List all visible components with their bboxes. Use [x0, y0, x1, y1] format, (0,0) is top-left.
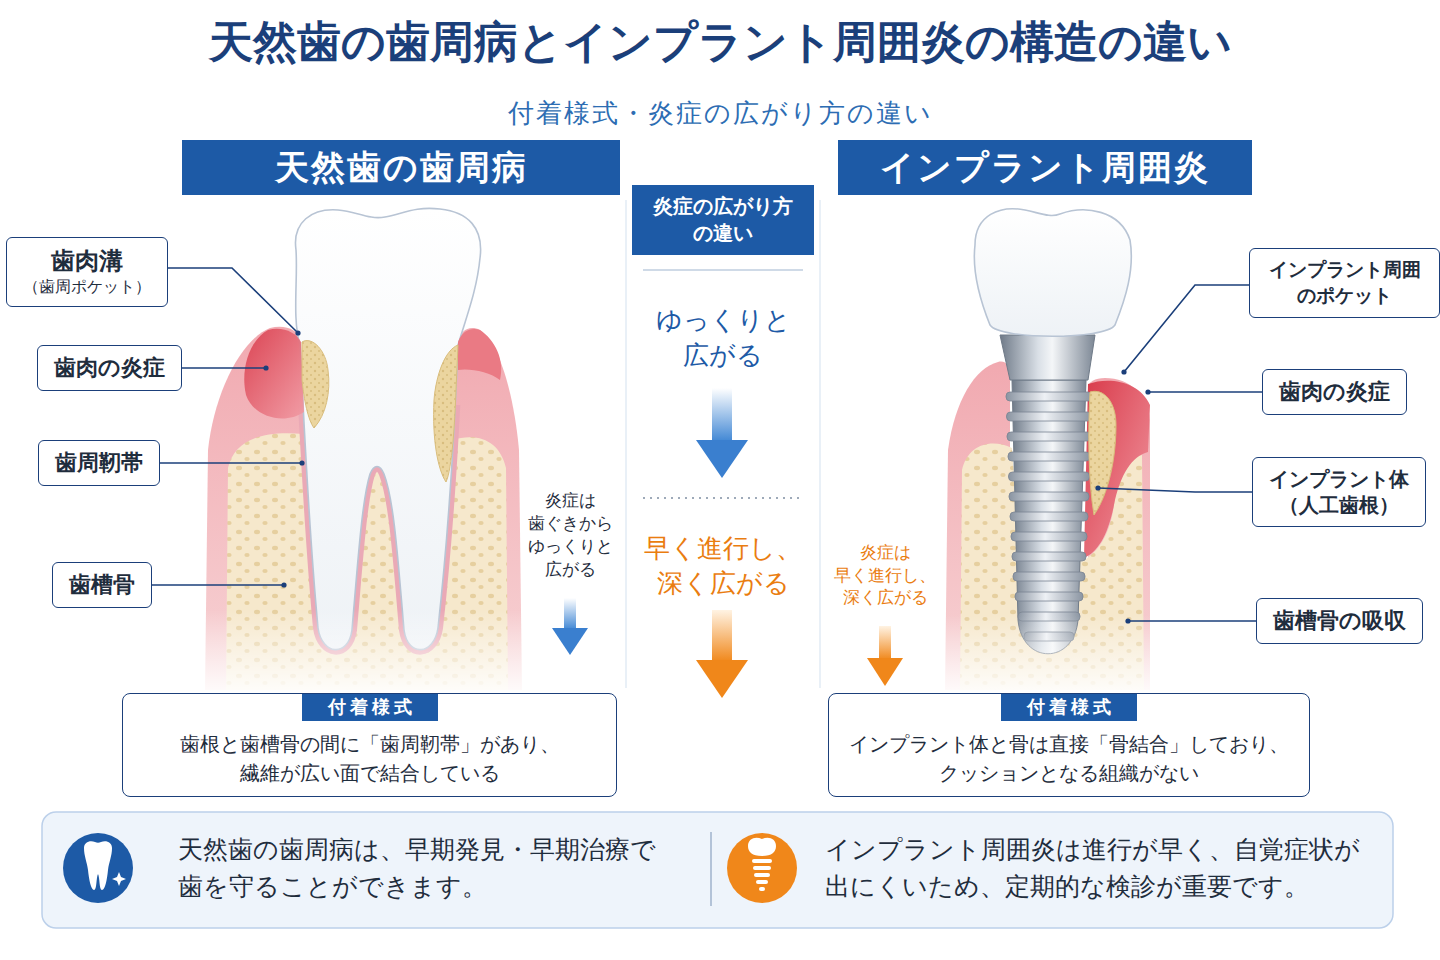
- box-body: 歯根と歯槽骨の間に「歯周靭帯」があり、 繊維が広い面で結合している: [150, 730, 590, 788]
- label-wrap: ゆっくりと 広がる: [648, 303, 798, 373]
- callout-box: 歯周靭帯: [38, 440, 160, 487]
- section-header: インプラント周囲炎: [838, 140, 1252, 195]
- callout-box: 歯槽骨: [52, 562, 152, 609]
- title-wrap: 天然歯の歯周病とインプラント周囲炎の構造の違い: [0, 16, 1440, 69]
- callout-box: インプラント体（人工歯根）: [1252, 457, 1426, 527]
- side-note: 炎症は 歯ぐきから ゆっくりと 広がる: [524, 489, 616, 581]
- summary-message: 天然歯の歯周病は、早期発見・早期治療で 歯を守ることができます。: [178, 831, 683, 906]
- section-header: 天然歯の歯周病: [182, 140, 620, 195]
- callout-box: 歯槽骨の吸収: [1256, 598, 1423, 645]
- side-note: 炎症は 早く進行し、 深く広がる: [831, 541, 939, 610]
- header-text: インプラント周囲炎: [880, 145, 1210, 191]
- flow-note: ゆっくりと 広がる: [648, 303, 798, 373]
- part-name: 歯周靭帯: [55, 449, 143, 478]
- label-wrap: 炎症は 早く進行し、 深く広がる: [831, 541, 939, 610]
- callout-box: 歯肉溝（歯周ポケット）: [6, 237, 168, 307]
- header-text: 炎症の広がり方 の違い: [643, 193, 803, 247]
- part-name: 歯槽骨の吸収: [1273, 607, 1406, 636]
- info-box: 付着様式歯根と歯槽骨の間に「歯周靭帯」があり、 繊維が広い面で結合している: [122, 693, 617, 797]
- part-note: （歯周ポケット）: [23, 277, 151, 298]
- box-body: インプラント体と骨は直接「骨結合」しており、 クッションとなる組織がない: [839, 730, 1299, 788]
- part-name: 歯肉溝: [23, 246, 151, 277]
- part-name: 歯肉の炎症: [1279, 378, 1390, 407]
- message-text: 天然歯の歯周病は、早期発見・早期治療で 歯を守ることができます。: [178, 831, 683, 906]
- box-tab: 付着様式: [302, 694, 438, 721]
- message-text: インプラント周囲炎は進行が早く、自覚症状が 出にくいため、定期的な検診が重要です…: [825, 831, 1375, 906]
- callout-box: インプラント周囲 のポケット: [1249, 248, 1440, 317]
- part-name: インプラント体: [1269, 466, 1409, 492]
- info-box: 付着様式インプラント体と骨は直接「骨結合」しており、 クッションとなる組織がない: [828, 693, 1310, 797]
- callout-box: 歯肉の炎症: [37, 345, 182, 392]
- callout-box: 歯肉の炎症: [1262, 369, 1407, 416]
- part-name: 歯槽骨: [69, 571, 135, 600]
- part-note: （人工歯根）: [1269, 492, 1409, 518]
- box-tab: 付着様式: [1001, 694, 1137, 721]
- part-name: 歯肉の炎症: [54, 354, 165, 383]
- label-wrap: 付着様式・炎症の広がり方の違い: [508, 96, 933, 131]
- label-wrap: 早く進行し、 深く広がる: [636, 531, 811, 601]
- flow-note: 早く進行し、 深く広がる: [636, 531, 811, 601]
- summary-message: インプラント周囲炎は進行が早く、自覚症状が 出にくいため、定期的な検診が重要です…: [825, 831, 1375, 906]
- title: 天然歯の歯周病とインプラント周囲炎の構造の違い: [0, 16, 1440, 69]
- header-text: 天然歯の歯周病: [275, 145, 528, 191]
- part-name: インプラント周囲 のポケット: [1266, 257, 1423, 308]
- label-wrap: 炎症は 歯ぐきから ゆっくりと 広がる: [524, 489, 616, 581]
- column-header: 炎症の広がり方 の違い: [632, 185, 814, 255]
- subtitle: 付着様式・炎症の広がり方の違い: [508, 96, 933, 131]
